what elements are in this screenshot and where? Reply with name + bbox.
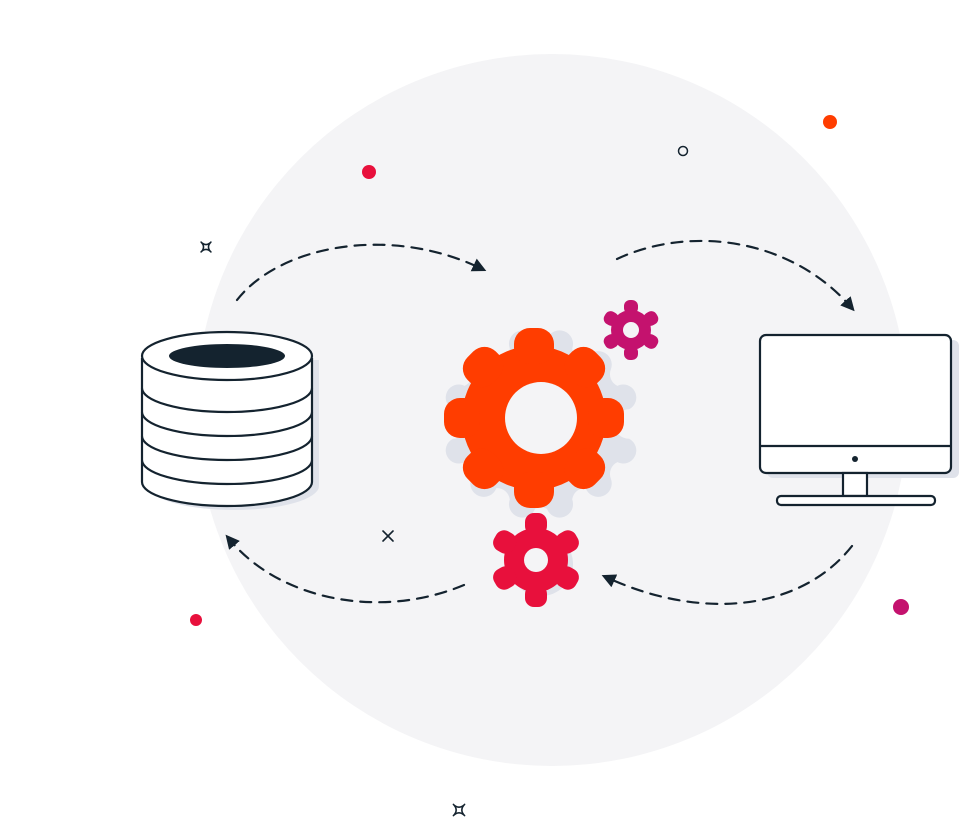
decorative-particles	[190, 115, 909, 817]
red-dot	[190, 614, 202, 626]
power-dot	[852, 456, 858, 462]
arrow-gears-to-database	[225, 534, 466, 604]
monitor-base	[775, 494, 937, 507]
arrow-monitor-to-gears	[601, 544, 854, 605]
ring-dot	[677, 145, 689, 157]
magenta-dot	[893, 599, 909, 615]
sparkle-icon	[452, 803, 466, 817]
gear-large	[444, 328, 624, 508]
gears-icon	[444, 300, 659, 607]
gear-large-hole	[505, 382, 577, 454]
flow-arrows	[225, 239, 855, 605]
red-dot	[362, 165, 376, 179]
sparkle-icon	[200, 241, 212, 253]
gear-tiny	[603, 300, 659, 360]
arrow-database-to-gears	[235, 243, 487, 302]
orange-dot	[823, 115, 837, 129]
gear-small-hole	[524, 548, 548, 572]
gear-small	[493, 513, 579, 607]
monitor-neck	[841, 471, 869, 498]
gear-tiny-hole	[623, 322, 639, 338]
arrow-gears-to-monitor	[615, 239, 855, 312]
monitor-screen	[758, 333, 953, 475]
cross-icon	[382, 530, 394, 542]
database-icon	[140, 330, 319, 510]
monitor-icon	[758, 333, 959, 507]
